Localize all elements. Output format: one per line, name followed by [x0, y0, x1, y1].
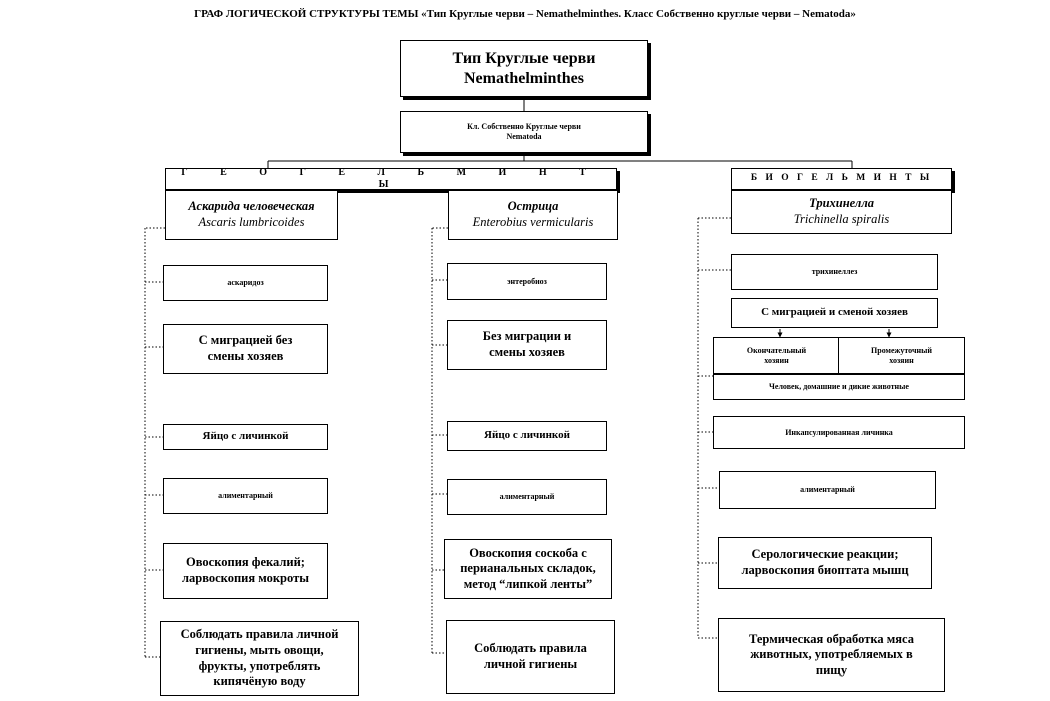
root-title-ru: Тип Круглые черви [452, 49, 596, 67]
class-title-ru: Кл. Собственно Круглые черви [467, 122, 581, 131]
ascaris-route-box: алиментарный [163, 478, 328, 514]
ascaris-name-lat: Ascaris lumbricoides [198, 215, 305, 229]
trichinella-diagnosis-box: Серологические реакции; ларвоскопия биоп… [718, 537, 932, 589]
trichinella-cycle: С миграцией и сменой хозяев [761, 306, 908, 319]
trichinella-invasive-stage: Инкапсулированная личинка [785, 427, 893, 437]
enterobius-route: алиментарный [499, 492, 555, 501]
enterobius-species-box: Острица Enterobius vermicularis [448, 190, 618, 240]
enterobius-prevention-box: Соблюдать правила личной гигиены [446, 620, 615, 694]
trichinella-disease: трихинеллез [811, 267, 858, 276]
ascaris-diagnosis: Овоскопия фекалий; ларвоскопия мокроты [182, 555, 309, 585]
trichinella-disease-box: трихинеллез [731, 254, 938, 290]
ascaris-disease: аскаридоз [227, 278, 264, 287]
class-box: Кл. Собственно Круглые черви Nematoda [400, 111, 648, 153]
biohelminths-label: Б И О Г Е Л Ь М И Н Т Ы [750, 173, 933, 184]
ascaris-route: алиментарный [218, 491, 273, 500]
ascaris-cycle-box: С миграцией без смены хозяев [163, 324, 328, 374]
trichinella-prevention-box: Термическая обработка мяса животных, упо… [718, 618, 945, 692]
definitive-host-box: Окончательный хозяин [713, 337, 840, 374]
trichinella-name-ru: Трихинелла [809, 196, 874, 211]
enterobius-name-lat: Enterobius vermicularis [472, 215, 594, 229]
trichinella-diagnosis: Серологические реакции; ларвоскопия биоп… [741, 547, 909, 577]
definitive-host: Окончательный хозяин [746, 345, 807, 365]
geohelminths-header: Г Е О Г Е Л Ь М И Н Т Ы [165, 168, 617, 190]
trichinella-species-box: Трихинелла Trichinella spiralis [731, 190, 952, 234]
geohelminths-label: Г Е О Г Е Л Ь М И Н Т Ы [181, 168, 601, 190]
enterobius-route-box: алиментарный [447, 479, 607, 515]
ascaris-prevention-box: Соблюдать правила личной гигиены, мыть о… [160, 621, 359, 696]
root-title-lat: Nemathelminthes [464, 69, 584, 87]
enterobius-prevention: Соблюдать правила личной гигиены [474, 641, 587, 671]
hosts-list-box: Человек, домашние и дикие животные [713, 374, 965, 400]
trichinella-invasive-stage-box: Инкапсулированная личинка [713, 416, 965, 449]
class-title-lat: Nematoda [506, 132, 542, 141]
ascaris-species-box: Аскарида человеческая Ascaris lumbricoid… [165, 190, 338, 240]
page-title: ГРАФ ЛОГИЧЕСКОЙ СТРУКТУРЫ ТЕМЫ «Тип Круг… [194, 8, 856, 20]
trichinella-name-lat: Trichinella spiralis [793, 212, 890, 226]
ascaris-name-ru: Аскарида человеческая [188, 199, 315, 214]
ascaris-cycle: С миграцией без смены хозяев [198, 333, 293, 363]
biohelminths-header: Б И О Г Е Л Ь М И Н Т Ы [731, 168, 952, 190]
enterobius-disease-box: энтеробиоз [447, 263, 607, 300]
enterobius-diagnosis-box: Овоскопия соскоба с перианальных складок… [444, 539, 612, 599]
enterobius-invasive-stage-box: Яйцо с личинкой [447, 421, 607, 451]
enterobius-cycle: Без миграции и смены хозяев [482, 329, 572, 359]
trichinella-cycle-box: С миграцией и сменой хозяев [731, 298, 938, 328]
intermediate-host: Промежуточный хозяин [871, 345, 932, 365]
trichinella-prevention: Термическая обработка мяса животных, упо… [749, 631, 914, 677]
ascaris-invasive-stage-box: Яйцо с личинкой [163, 424, 328, 450]
ascaris-prevention: Соблюдать правила личной гигиены, мыть о… [180, 627, 339, 689]
ascaris-diagnosis-box: Овоскопия фекалий; ларвоскопия мокроты [163, 543, 328, 599]
intermediate-host-box: Промежуточный хозяин [838, 337, 965, 374]
enterobius-cycle-box: Без миграции и смены хозяев [447, 320, 607, 370]
trichinella-route: алиментарный [800, 485, 855, 494]
enterobius-diagnosis: Овоскопия соскоба с перианальных складок… [460, 545, 596, 591]
trichinella-route-box: алиментарный [719, 471, 936, 509]
ascaris-disease-box: аскаридоз [163, 265, 328, 301]
root-phylum-box: Тип Круглые черви Nemathelminthes [400, 40, 648, 97]
ascaris-invasive-stage: Яйцо с личинкой [202, 430, 289, 443]
enterobius-invasive-stage: Яйцо с личинкой [484, 429, 570, 442]
enterobius-disease: энтеробиоз [507, 276, 547, 286]
hosts-list: Человек, домашние и дикие животные [769, 382, 909, 391]
enterobius-name-ru: Острица [507, 199, 559, 214]
